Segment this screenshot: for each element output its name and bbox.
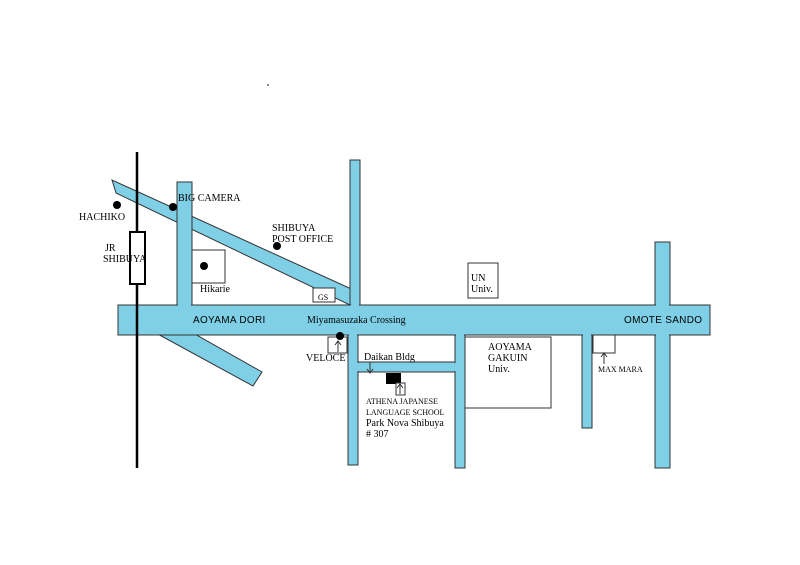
gs-building: [312, 287, 336, 303]
jr-label-line2: SHIBUYA: [103, 254, 147, 265]
jr-station-box: [129, 231, 146, 285]
aoyama-gakuin-building: [464, 336, 552, 409]
stray-mark: [267, 84, 269, 86]
max-mara-arrowhead: [600, 352, 608, 358]
max-mara-building: [592, 334, 616, 354]
veloce-marker: [336, 332, 344, 340]
athena-school-marker: [386, 373, 401, 384]
road-joint-fill: [178, 296, 191, 308]
athena-label-line2: LANGUAGE SCHOOL: [366, 408, 445, 417]
athena-label-line4: # 307: [366, 429, 389, 440]
big-camera-marker: [169, 203, 177, 211]
road-joint-fill-2: [351, 298, 359, 308]
gs-label: GS: [318, 293, 328, 302]
road-maxmara-side: [581, 324, 593, 429]
post-office-label-line1: SHIBUYA: [272, 223, 316, 234]
post-office-label-line2: POST OFFICE: [272, 234, 333, 245]
hachiko-label: HACHIKO: [79, 212, 125, 223]
road-joint-fill-6: [656, 302, 669, 338]
veloce-arrowhead: [334, 340, 342, 346]
road-school-east: [454, 324, 466, 469]
miyamasuzaka-label: Miyamasuzaka Crossing: [307, 315, 406, 326]
road-daikan-side: [357, 361, 456, 373]
road-miyamasuzaka-north: [349, 159, 361, 306]
road-omotesando: [654, 241, 671, 469]
athena-arrowhead: [396, 383, 404, 389]
road-joint-fill-7: [357, 363, 361, 371]
athena-label-line3: Park Nova Shibuya: [366, 418, 444, 429]
hachiko-marker: [113, 201, 121, 209]
omote-sando-label: OMOTE SANDO: [624, 315, 702, 326]
aoyama-gakuin-label-line1: AOYAMA: [488, 342, 533, 353]
aoyama-dori-label: AOYAMA DORI: [193, 315, 266, 326]
daikan-arrowhead: [366, 368, 374, 374]
un-building: [467, 262, 499, 299]
hikarie-building: [191, 249, 226, 284]
daikan-label: Daikan Bldg: [364, 352, 415, 363]
road-joint-fill-5: [583, 332, 591, 338]
veloce-label: VELOCE: [306, 353, 345, 364]
big-camera-label: BIG CAMERA: [178, 193, 241, 204]
aoyama-gakuin-label-line2: GAKUIN: [488, 353, 527, 364]
aoyama-gakuin-label-line3: Univ.: [488, 364, 510, 375]
athena-label-line1: ATHENA JAPANESE: [366, 397, 438, 406]
road-joint-fill-8: [452, 363, 456, 371]
jr-label-line1: JR: [105, 243, 116, 254]
un-label-line2: Univ.: [471, 284, 493, 295]
hikarie-marker: [200, 262, 208, 270]
max-mara-label: MAX MARA: [598, 365, 643, 374]
road-joint-fill-4: [456, 332, 464, 338]
hikarie-label: Hikarie: [200, 284, 231, 295]
un-label-line1: UN: [471, 273, 485, 284]
road-aoyama-dori: [117, 304, 711, 336]
road-school-west: [347, 324, 359, 466]
post-office-marker: [273, 242, 281, 250]
road-joint-fill-3: [349, 332, 357, 338]
